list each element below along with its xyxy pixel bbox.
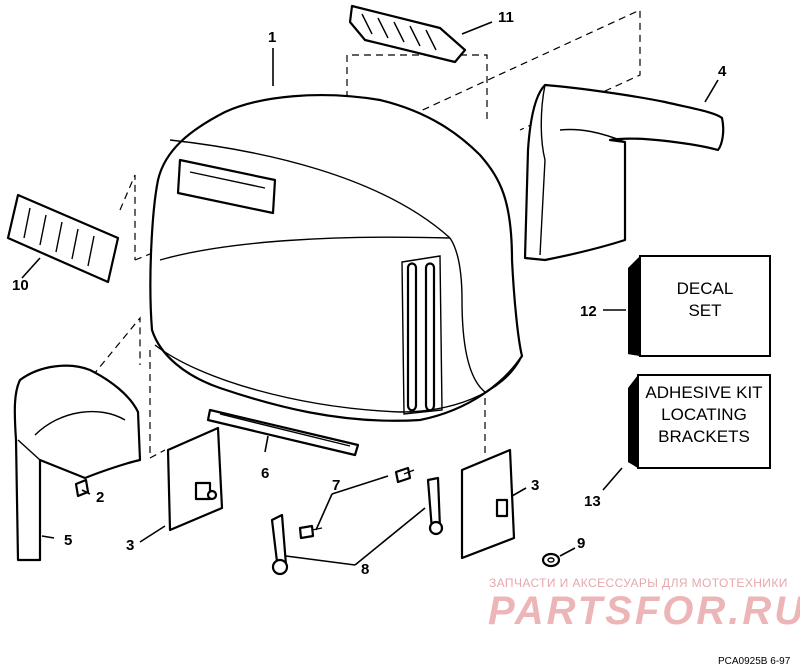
callout-12: 12 (580, 303, 597, 320)
callout-8: 8 (361, 561, 369, 578)
callout-5: 5 (64, 532, 72, 549)
callout-11: 11 (498, 9, 514, 26)
drawing-code: PCA0925B 6-97 (718, 656, 791, 667)
callout-1: 1 (268, 29, 276, 46)
bracket-plate-right-part-3 (460, 448, 516, 560)
callout-6: 6 (261, 465, 269, 482)
adhesive-box-line-2: LOCATING (661, 405, 747, 424)
bracket-plate-left-part-3 (166, 426, 224, 532)
latch-arms-part-8 (270, 476, 444, 576)
watermark: ЗАПЧАСТИ И АКСЕССУАРЫ ДЛЯ МОТОТЕХНИКИ PA… (488, 576, 800, 633)
decal-box-line-2: SET (688, 301, 721, 320)
callout-9: 9 (577, 535, 585, 552)
callout-2: 2 (96, 489, 104, 506)
watermark-brand: PARTSFOR.RU (488, 589, 800, 633)
callout-7: 7 (332, 477, 340, 494)
callout-10: 10 (12, 277, 29, 294)
adhesive-kit-box: ADHESIVE KIT LOCATING BRACKETS (628, 374, 771, 469)
adhesive-box-line-3: BRACKETS (658, 427, 750, 446)
screw-part-2 (74, 478, 90, 498)
watermark-tagline: ЗАПЧАСТИ И АКСЕССУАРЫ ДЛЯ МОТОТЕХНИКИ (489, 576, 788, 590)
callout-4: 4 (718, 63, 727, 80)
screws-part-7 (298, 466, 415, 540)
decal-box-line-1: DECAL (677, 279, 734, 298)
front-shroud-part-5 (13, 364, 142, 562)
top-grille-part-11 (348, 4, 467, 64)
callout-3-right: 3 (531, 477, 539, 494)
motor-cover-part-1 (149, 94, 524, 422)
rear-shroud-part-4 (523, 83, 725, 262)
callout-13: 13 (584, 493, 601, 510)
seal-strip-part-6 (206, 408, 360, 457)
callout-3-left: 3 (126, 537, 134, 554)
grommet-part-9 (541, 552, 561, 568)
side-grille-part-10 (6, 193, 120, 284)
decal-set-box: DECAL SET (628, 255, 771, 357)
leader-lines (21, 21, 719, 566)
callout-numbers: 1 2 3 3 4 5 6 7 8 9 10 11 12 13 (12, 9, 727, 578)
adhesive-box-line-1: ADHESIVE KIT (645, 383, 762, 402)
